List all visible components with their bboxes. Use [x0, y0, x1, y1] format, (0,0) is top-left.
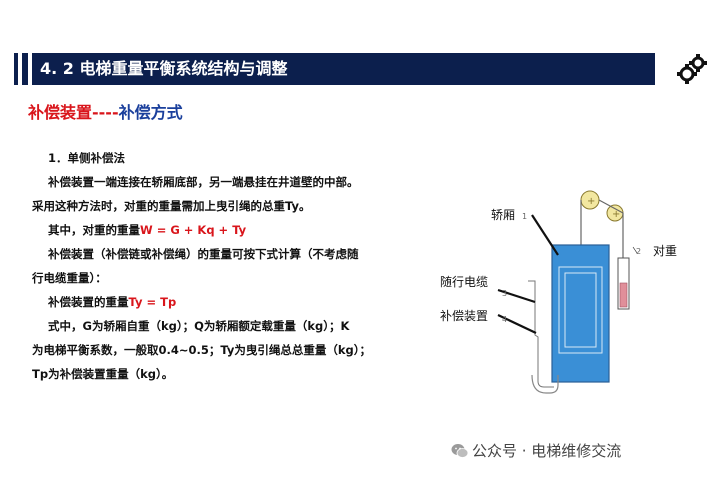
- part-number-3: 3: [502, 289, 508, 298]
- svg-text:+: +: [587, 196, 595, 207]
- text-line: 式中，G为轿厢自重（kg）；Q为轿厢额定载重量（kg）；K: [48, 319, 350, 333]
- watermark: 公众号 · 电梯维修交流: [472, 442, 622, 460]
- heading-dashes: ----: [92, 103, 119, 122]
- text-line: 补偿装置一端连接在轿厢底部，另一端悬挂在井道壁的中部。: [48, 175, 359, 189]
- part-number-2: 2: [636, 247, 642, 256]
- formula-line: 其中，对重的重量W = G + Kq + Ty: [32, 218, 442, 242]
- text-line: 为电梯平衡系数，一般取0.4~0.5；Ty为曳引绳总总重量（kg）；: [32, 343, 371, 357]
- text-line: 采用这种方法时，对重的重量需加上曳引绳的总重Ty。: [32, 199, 311, 213]
- body-text: 1．单侧补偿法 补偿装置一端连接在轿厢底部，另一端悬挂在井道壁的中部。 采用这种…: [32, 146, 442, 386]
- counterweight-formula: W = G + Kq + Ty: [140, 223, 247, 237]
- car-cabin: [551, 244, 610, 383]
- svg-text:+: +: [612, 209, 620, 220]
- text-fragment: 其中，对重的重量: [48, 223, 140, 237]
- method-title: 1．单侧补偿法: [48, 151, 126, 165]
- header-stripe: [28, 53, 32, 85]
- elevator-diagram: + + 1 2 3 4 轿厢 对重 随行电缆 补偿装置: [440, 175, 710, 415]
- section-heading: 补偿装置----补偿方式: [28, 103, 183, 123]
- travelling-cable-label: 随行电缆: [440, 275, 489, 289]
- text-fragment: 补偿装置的重量: [48, 295, 129, 309]
- header-bar: 4. 2 电梯重量平衡系统结构与调整: [14, 53, 655, 85]
- car-label: 轿厢: [491, 208, 516, 222]
- elevator-illustration: + +: [497, 190, 638, 394]
- wechat-icon: [451, 444, 469, 458]
- heading-red: 补偿装置: [28, 103, 93, 122]
- counterweight-label: 对重: [653, 244, 678, 258]
- text-line: 补偿装置（补偿链或补偿绳）的重量可按下式计算（不考虑随: [48, 247, 359, 261]
- compensation-formula: Ty = Tp: [128, 295, 177, 309]
- heading-blue: 补偿方式: [118, 103, 183, 122]
- text-line: Tp为补偿装置重量（kg）。: [32, 367, 174, 381]
- part-number-4: 4: [502, 315, 508, 324]
- gear-icon: [677, 54, 707, 84]
- page-title: 4. 2 电梯重量平衡系统结构与调整: [40, 59, 288, 78]
- compensation-label: 补偿装置: [440, 309, 489, 323]
- text-line: 行电缆重量）：: [32, 271, 107, 285]
- part-number-1: 1: [522, 212, 528, 221]
- header-stripe: [18, 53, 22, 85]
- formula-line: 补偿装置的重量Ty = Tp: [32, 290, 442, 314]
